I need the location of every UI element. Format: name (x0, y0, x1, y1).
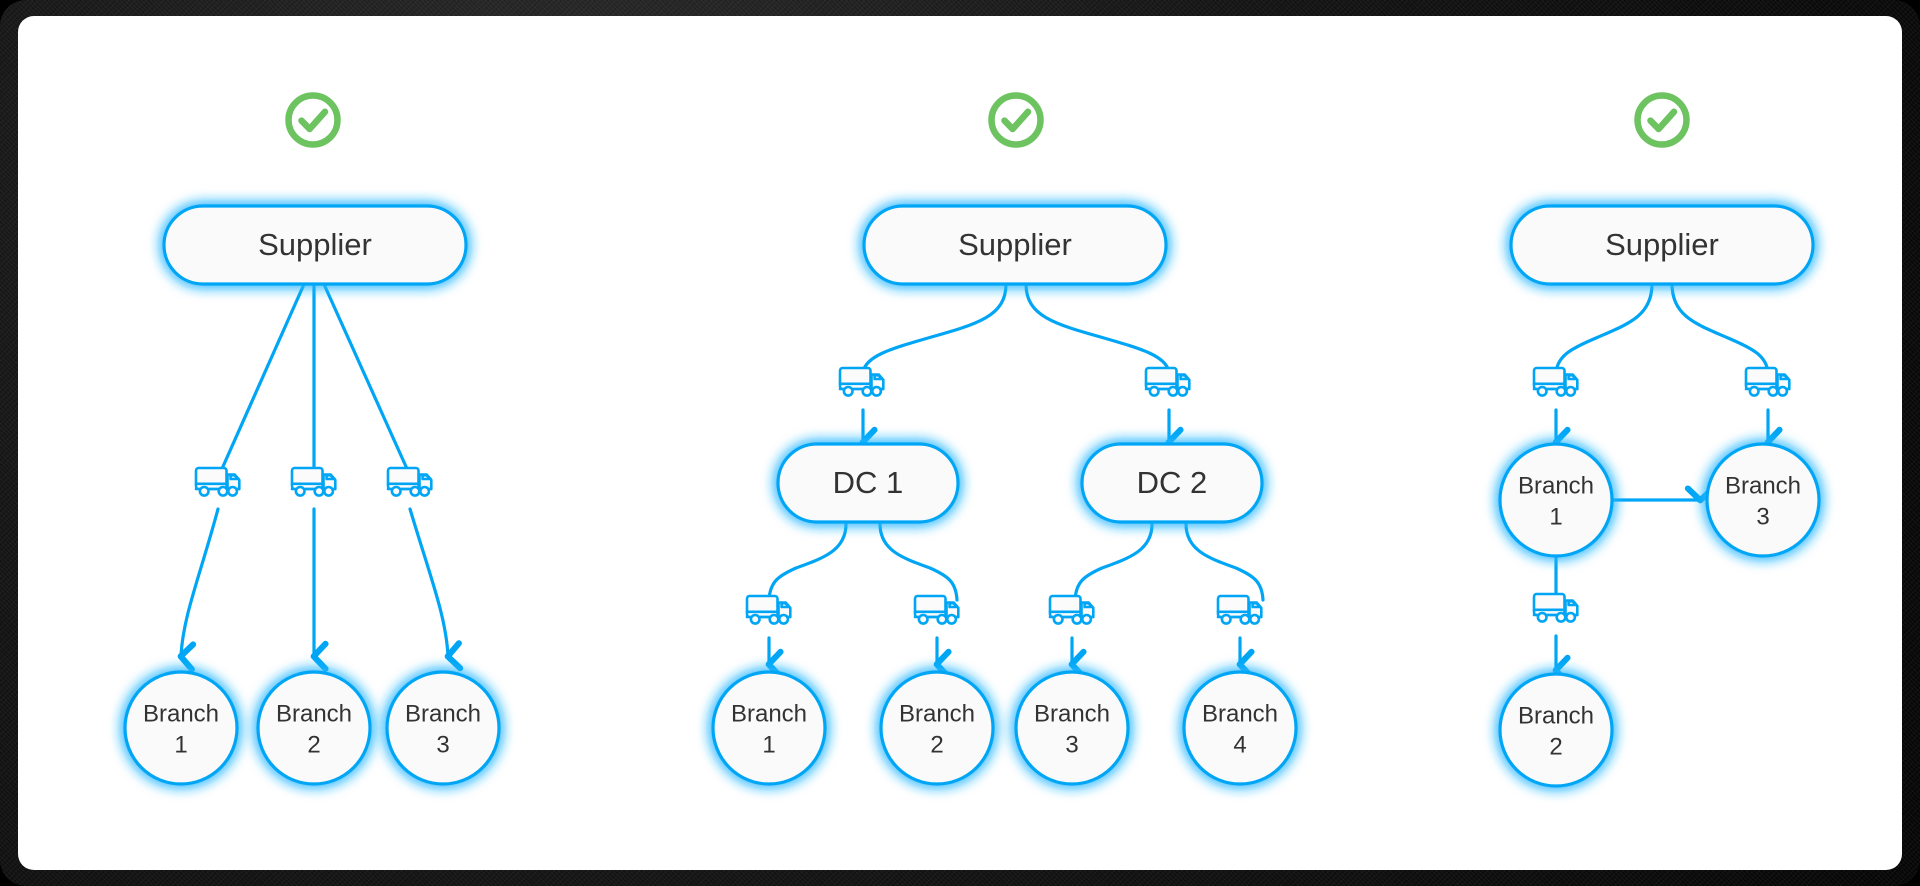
node-label: Supplier (958, 227, 1072, 262)
node-label-line2: 3 (1756, 503, 1769, 530)
node-label: Supplier (1605, 227, 1719, 262)
node-label: DC 2 (1137, 465, 1208, 500)
node-label: Supplier (258, 227, 372, 262)
status-check-icon-panel-3 (1638, 96, 1687, 145)
node-label-line2: 1 (1549, 503, 1562, 530)
node-branch-2-panel-2[interactable]: Branch 2 (879, 670, 995, 786)
node-branch-3-panel-2[interactable]: Branch 3 (1014, 670, 1130, 786)
node-label-line2: 1 (174, 731, 187, 758)
node-label-line1: Branch (1518, 702, 1594, 729)
node-label-line1: Branch (276, 700, 352, 727)
truck-icon (1744, 366, 1791, 397)
edges-dc2-to-trucks (1073, 522, 1265, 602)
node-dc-1[interactable]: DC 1 (776, 442, 960, 524)
truck-icon (194, 466, 241, 497)
status-check-icon-panel-1 (289, 96, 338, 145)
truck-icon (745, 594, 792, 625)
truck-icon (1532, 366, 1579, 397)
edges-trucks-to-branches-panel-3 (1552, 408, 1783, 458)
node-label-line2: 3 (436, 731, 449, 758)
edges-dc-trucks-to-dc (859, 408, 1184, 458)
truck-icon (913, 594, 960, 625)
panel-via-distribution-centers: Supplier DC 1 DC 2 (711, 96, 1298, 786)
node-supplier-panel-1[interactable]: Supplier (162, 204, 468, 286)
edges-trucks-to-branches-panel-2 (765, 636, 1255, 680)
node-label-line1: Branch (143, 700, 219, 727)
panel-branch-to-branch-transfer: Supplier Branch 1 Branch 3 (1498, 96, 1821, 788)
node-label-line2: 3 (1065, 731, 1078, 758)
node-label-line1: Branch (1725, 472, 1801, 499)
node-label-line2: 2 (930, 731, 943, 758)
node-branch-3-panel-3[interactable]: Branch 3 (1705, 442, 1821, 558)
supply-chain-diagram: Supplier Branch 1 Branch 2 (123, 16, 1821, 788)
edges-dc1-to-trucks (767, 522, 959, 602)
truck-icon (838, 366, 885, 397)
node-label-line1: Branch (1518, 472, 1594, 499)
edges-supplier-to-dc-trucks (861, 282, 1171, 374)
truck-icon (1144, 366, 1191, 397)
node-label-line2: 4 (1233, 731, 1246, 758)
node-branch-2-panel-1[interactable]: Branch 2 (256, 670, 372, 786)
node-branch-3-panel-1[interactable]: Branch 3 (385, 670, 501, 786)
node-label-line1: Branch (405, 700, 481, 727)
truck-icon (1216, 594, 1263, 625)
node-label: DC 1 (833, 465, 904, 500)
node-label-line1: Branch (731, 700, 807, 727)
node-label-line2: 2 (307, 731, 320, 758)
node-supplier-panel-2[interactable]: Supplier (862, 204, 1168, 286)
node-label-line1: Branch (899, 700, 975, 727)
truck-icon (1532, 592, 1579, 623)
diagram-canvas: Supplier Branch 1 Branch 2 (18, 16, 1902, 870)
panel-direct-to-branch: Supplier Branch 1 Branch 2 (123, 96, 501, 786)
node-branch-4-panel-2[interactable]: Branch 4 (1182, 670, 1298, 786)
node-label-line2: 2 (1549, 733, 1562, 760)
truck-icon (1048, 594, 1095, 625)
node-branch-2-panel-3[interactable]: Branch 2 (1498, 672, 1614, 788)
node-branch-1-panel-1[interactable]: Branch 1 (123, 670, 239, 786)
status-check-icon-panel-2 (992, 96, 1041, 145)
edges-trucks-to-branches-panel-1 (177, 507, 464, 673)
node-dc-2[interactable]: DC 2 (1080, 442, 1264, 524)
node-branch-1-panel-3[interactable]: Branch 1 (1498, 442, 1614, 558)
node-label-line2: 1 (762, 731, 775, 758)
edges-supplier-to-trucks-panel-3 (1554, 282, 1770, 374)
edges-supplier-to-trucks-panel-1 (219, 280, 410, 473)
node-label-line1: Branch (1202, 700, 1278, 727)
node-label-line1: Branch (1034, 700, 1110, 727)
truck-icon (386, 466, 433, 497)
node-branch-1-panel-2[interactable]: Branch 1 (711, 670, 827, 786)
truck-icon (290, 466, 337, 497)
node-supplier-panel-3[interactable]: Supplier (1509, 204, 1815, 286)
